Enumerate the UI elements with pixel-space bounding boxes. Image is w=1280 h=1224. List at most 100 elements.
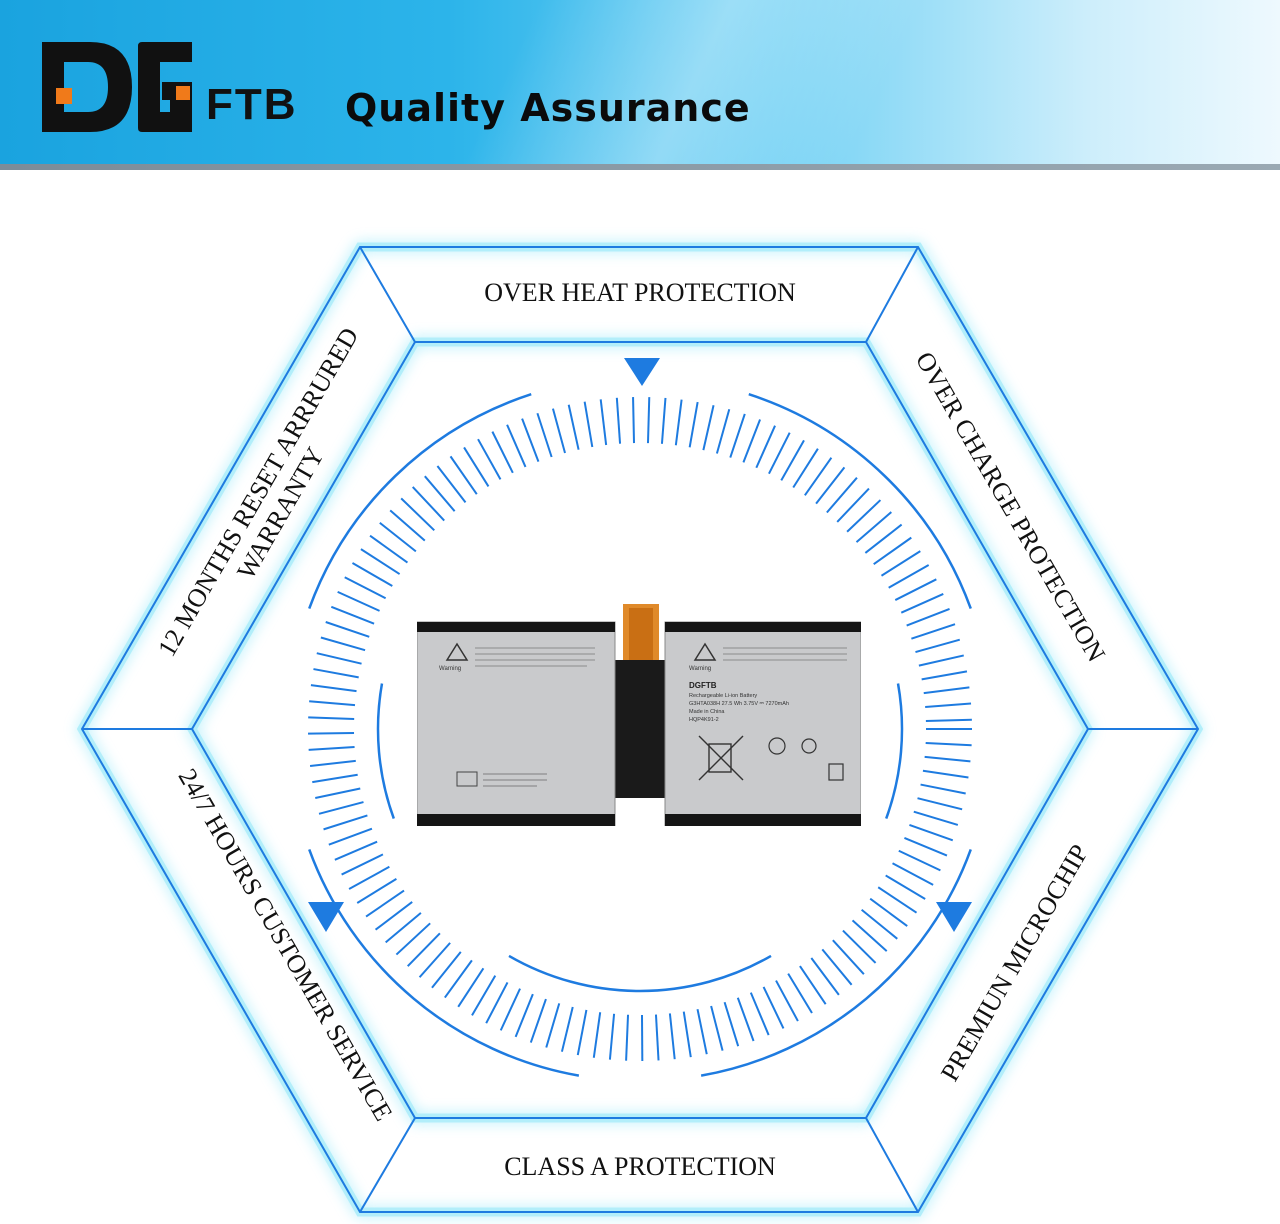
ring-tick — [787, 973, 813, 1014]
ring-tick — [920, 783, 966, 795]
ring-tick — [551, 408, 566, 454]
ring-tick — [348, 865, 390, 890]
ring-tick — [529, 998, 547, 1043]
ring-tick — [913, 810, 959, 826]
ring-tick — [898, 849, 941, 872]
ring-tick — [892, 862, 934, 886]
ring-tick — [449, 455, 478, 495]
certification-icon — [768, 737, 786, 755]
feature-class-a: CLASS A PROTECTION — [504, 1152, 776, 1181]
ring-tick — [729, 413, 746, 458]
ring-tick — [873, 536, 912, 565]
ring-tick — [742, 419, 761, 463]
ring-arc — [508, 954, 772, 993]
ring-tick — [583, 401, 594, 448]
ring-tick — [832, 939, 865, 975]
battery-warning-right: Warning — [689, 666, 711, 672]
ring-tick — [799, 965, 827, 1005]
ring-tick — [351, 562, 393, 587]
ring-tick — [625, 1014, 630, 1061]
ring-tick — [412, 486, 445, 522]
ring-tick — [668, 1013, 676, 1060]
battery-image: Warning Warning DGFTB Rechargeable Li-io… — [417, 604, 861, 826]
ring-tick — [710, 1005, 724, 1051]
ring-tick — [320, 636, 366, 652]
ring-tick — [341, 853, 384, 876]
ring-ticks — [308, 397, 972, 1061]
ring-tick — [924, 755, 971, 763]
ring-tick — [615, 397, 622, 444]
ring-tick — [374, 901, 413, 931]
warning-icon — [445, 642, 469, 661]
ring-tick — [821, 948, 853, 986]
ring-tick — [400, 497, 435, 532]
ring-tick — [576, 1009, 588, 1056]
ring-tick — [309, 759, 356, 768]
battery-made-in: Made in China — [689, 709, 725, 715]
ring-tick — [309, 700, 356, 707]
ring-tick — [499, 988, 521, 1031]
ring-tick — [356, 878, 397, 904]
ring-tick — [810, 957, 840, 996]
ring-tick — [506, 424, 527, 468]
warning-icon — [693, 642, 717, 661]
ring-tick — [900, 593, 944, 614]
ring-tick — [424, 475, 456, 512]
ring-tick — [880, 550, 921, 577]
ring-arc — [885, 683, 904, 820]
ring-tick — [545, 1003, 561, 1048]
recycle-bin-crossed-icon — [698, 735, 744, 781]
ring-tick — [894, 578, 937, 601]
ring-tick — [846, 499, 882, 533]
ring-tick — [344, 576, 387, 600]
logo-ftb-text: FTB — [206, 80, 298, 129]
ring-tick — [389, 509, 426, 542]
ring-tick — [885, 874, 926, 900]
ring-arcs — [308, 393, 972, 1077]
ring-tick — [660, 397, 667, 444]
ring-tick — [768, 432, 791, 475]
ring-tick — [385, 912, 422, 944]
ring-tick — [560, 1006, 574, 1052]
ring-tick — [869, 897, 908, 927]
ring-tick — [308, 716, 355, 721]
ring-tick — [925, 741, 972, 747]
recycle-mark-icon — [828, 763, 844, 781]
feature-over-heat: OVER HEAT PROTECTION — [484, 278, 796, 307]
ring-tick — [395, 922, 431, 956]
ring-tick — [842, 929, 877, 964]
battery-type: Rechargeable Li-ion Battery — [689, 693, 757, 699]
ring-tick — [318, 801, 364, 815]
ring-tick — [379, 521, 417, 553]
ring-tick — [917, 797, 963, 811]
ring-tick — [406, 932, 441, 967]
ce-mark-icon — [801, 738, 817, 754]
ring-tick — [365, 889, 405, 918]
header-banner: FTB Quality Assurance — [0, 0, 1280, 170]
ring-tick — [674, 399, 683, 446]
ring-tick — [815, 466, 846, 505]
ring-tick — [922, 769, 969, 779]
ring-tick — [514, 993, 534, 1038]
ring-tick — [755, 425, 776, 469]
ring-tick — [536, 412, 553, 458]
hexagon-diagram — [76, 242, 1204, 1217]
ring-arc — [308, 393, 532, 610]
ring-tick — [826, 477, 858, 514]
ring-tick — [632, 397, 636, 444]
ring-tick — [328, 827, 373, 846]
ring-tick — [904, 837, 948, 857]
ring-tick — [918, 654, 964, 667]
ring-tick — [861, 908, 898, 940]
ring-tick — [723, 1001, 740, 1047]
ring-tick — [792, 448, 819, 489]
ring-tick — [360, 548, 401, 575]
ring-tick — [463, 446, 490, 487]
ring-tick — [521, 418, 540, 462]
ring-tick — [312, 773, 358, 784]
ring-tick — [888, 564, 930, 589]
ring-tick — [654, 1014, 660, 1061]
ring-tick — [418, 942, 451, 978]
barcode-lines — [483, 773, 547, 787]
ring-tick — [736, 997, 755, 1042]
